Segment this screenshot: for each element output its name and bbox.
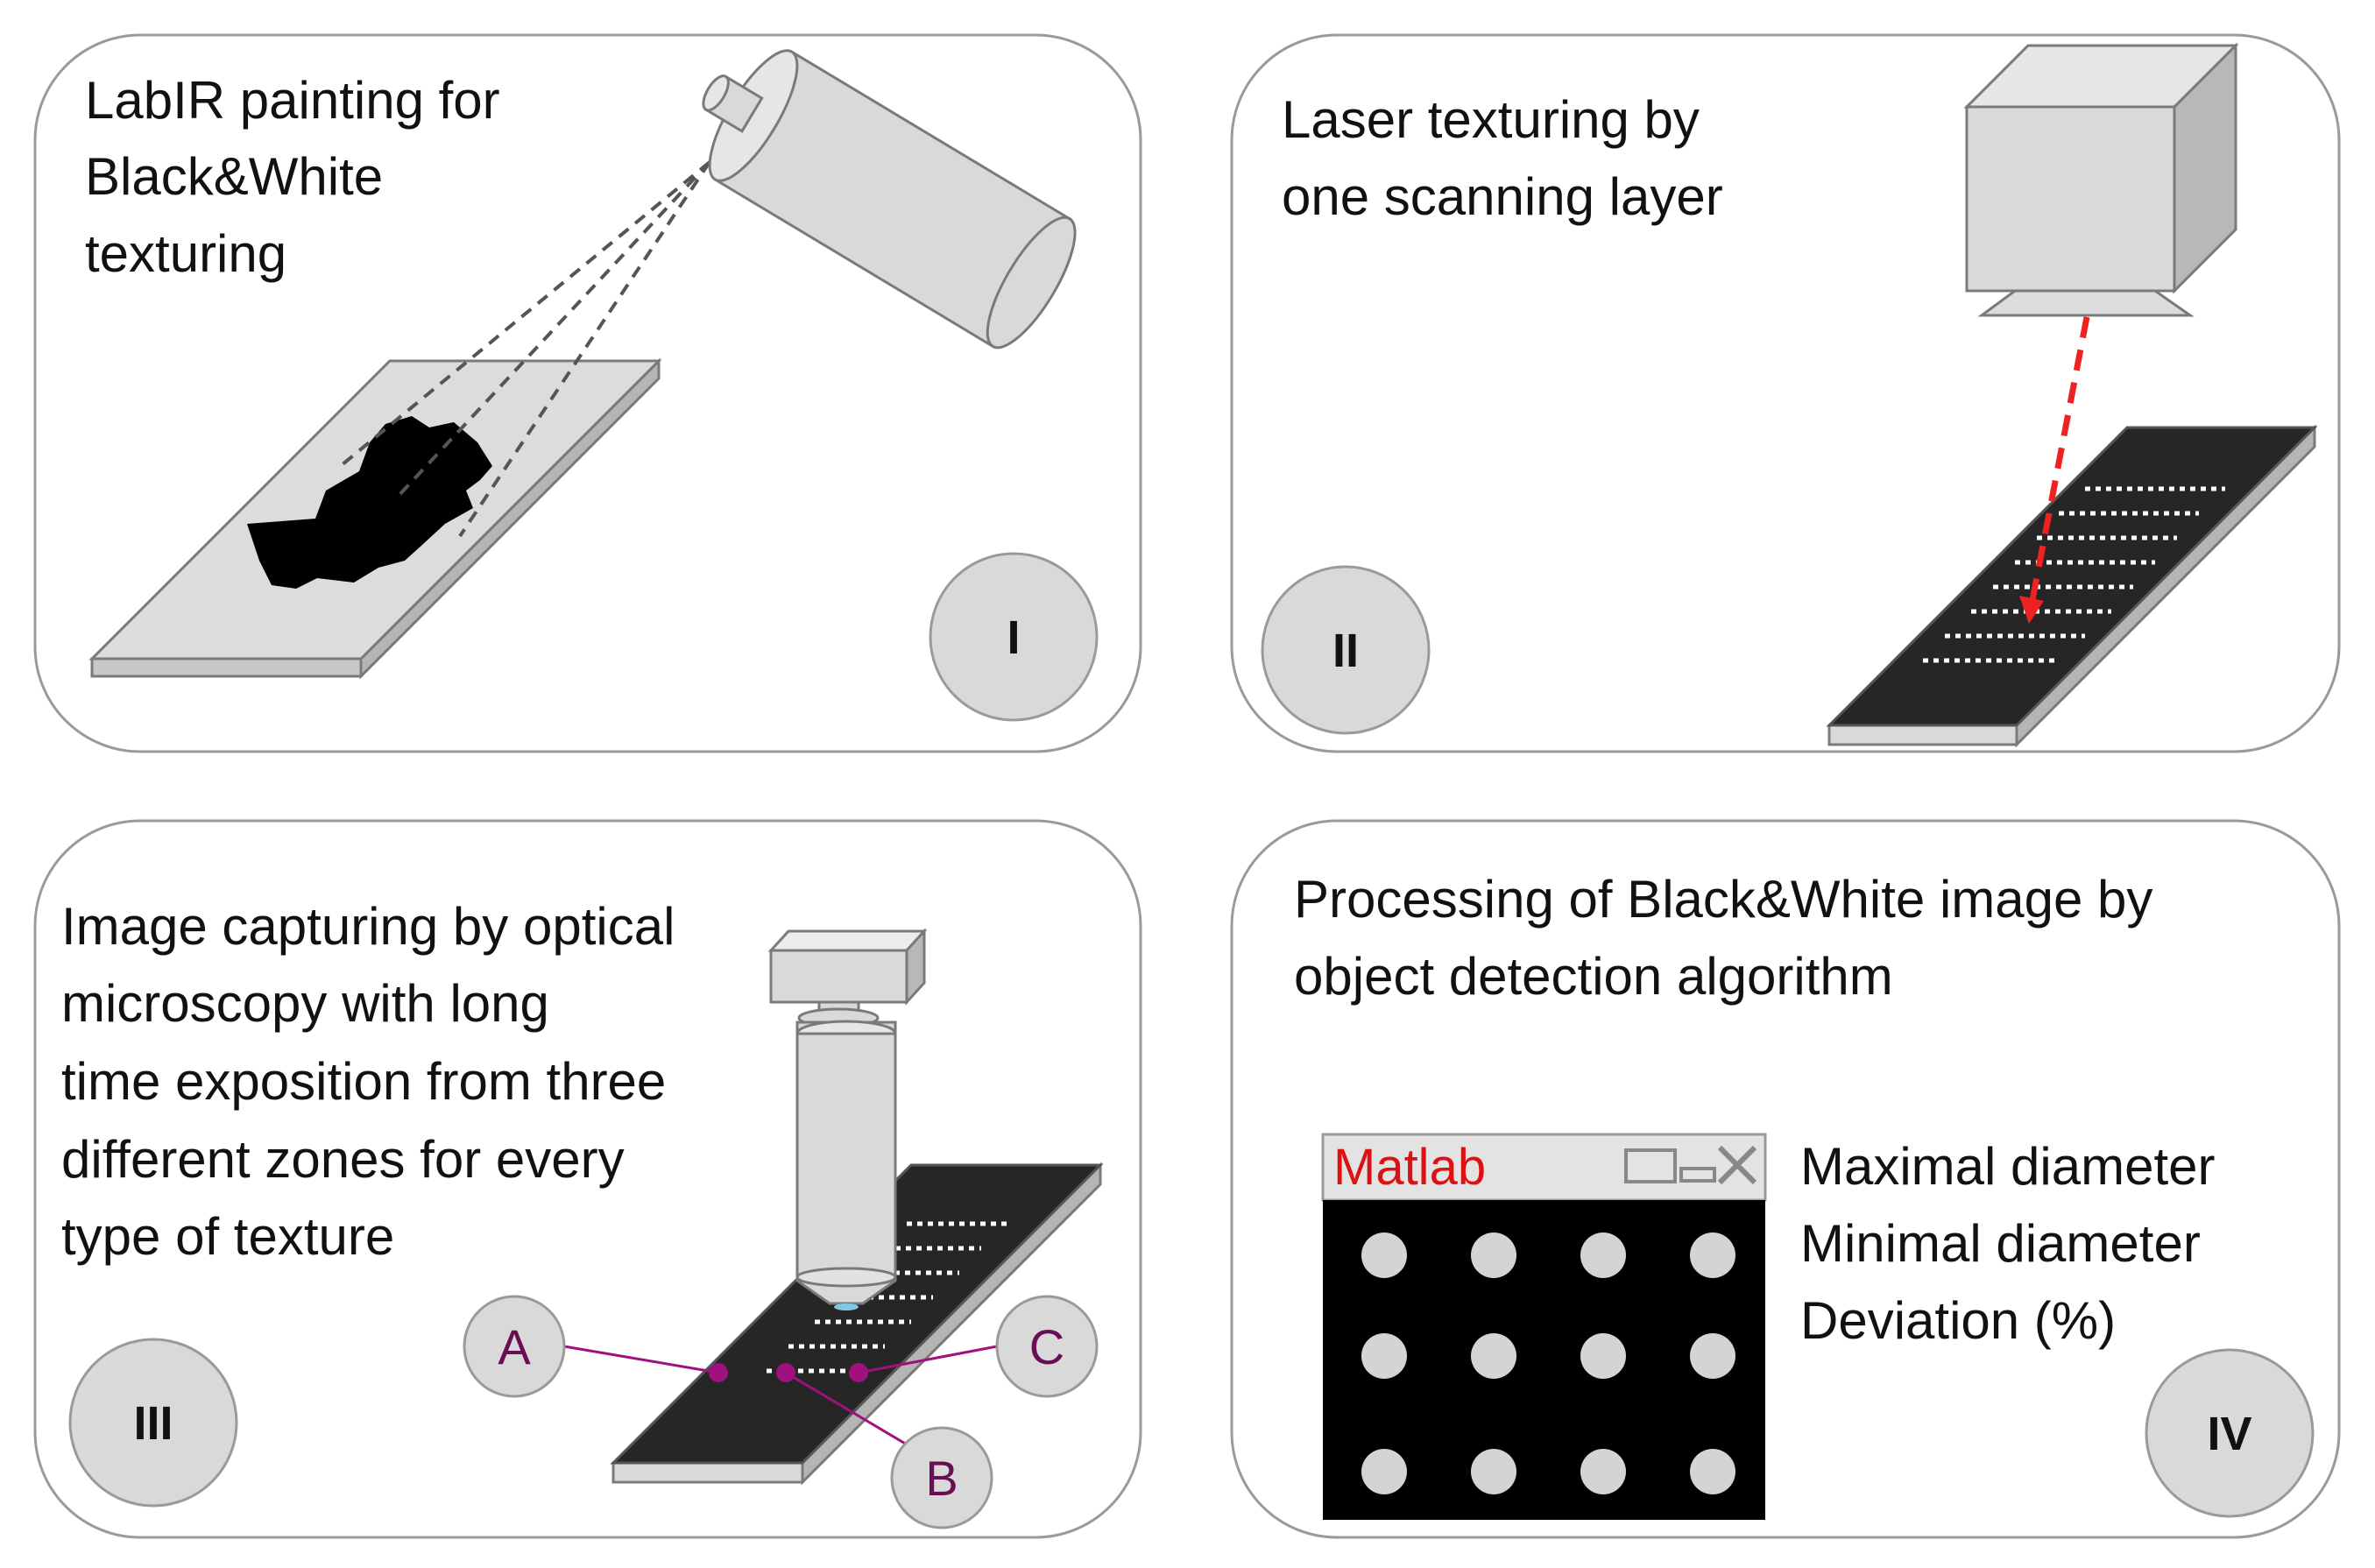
step-badge bbox=[929, 552, 1099, 722]
panel-title-line: Black&White bbox=[85, 147, 383, 206]
minimize-icon bbox=[1679, 1167, 1716, 1183]
zone-c-label: C bbox=[1029, 1319, 1064, 1374]
spray-cone bbox=[336, 160, 711, 538]
panel-title-line: different zones for every bbox=[61, 1130, 625, 1189]
detected-object bbox=[1690, 1233, 1735, 1278]
panel-title-line: texturing bbox=[85, 224, 286, 283]
panel-title-line: one scanning layer bbox=[1282, 167, 1723, 226]
detected-object bbox=[1580, 1449, 1626, 1494]
detected-object bbox=[1580, 1233, 1626, 1278]
zone-b-marker bbox=[776, 1363, 795, 1382]
svg-text:Laser texturing by one s: Laser texturing by one scanning layer bbox=[1282, 90, 1723, 226]
svg-text:Maximal diameter Minimal: Maximal diameter Minimal diameter Deviat… bbox=[1800, 1137, 2230, 1350]
panel-processing: Processing of Black&White image by objec… bbox=[1230, 819, 2341, 1539]
detected-object bbox=[1361, 1333, 1407, 1379]
zone-a-label: A bbox=[498, 1319, 531, 1374]
microscope-icon bbox=[767, 928, 928, 1310]
textured-plate bbox=[1826, 424, 2318, 748]
laser-beam bbox=[2029, 316, 2090, 601]
step-number: III bbox=[133, 1397, 173, 1450]
panel-title-line: object detection algorithm bbox=[1294, 947, 1893, 1006]
zone-a-badge bbox=[463, 1295, 566, 1398]
panel-title-line: microscopy with long bbox=[61, 974, 549, 1033]
spray-can-icon bbox=[702, 49, 1077, 350]
zone-c-marker bbox=[849, 1363, 868, 1382]
step-number: II bbox=[1332, 625, 1359, 677]
laser-head-icon bbox=[1963, 42, 2239, 317]
zone-connectors bbox=[563, 1345, 998, 1449]
svg-text:LabIR painting for Black: LabIR painting for Black&White texturing bbox=[85, 71, 514, 283]
detected-object bbox=[1361, 1233, 1407, 1278]
detected-object bbox=[1471, 1449, 1516, 1494]
detected-object bbox=[1471, 1233, 1516, 1278]
detected-object bbox=[1580, 1333, 1626, 1379]
step-badge bbox=[1261, 565, 1431, 735]
zone-c-badge bbox=[995, 1295, 1099, 1398]
matlab-title: Matlab bbox=[1333, 1139, 1486, 1196]
panel-title-line: Image capturing by optical bbox=[61, 897, 675, 956]
laser-arrowhead bbox=[2019, 596, 2044, 624]
detected-object bbox=[1690, 1449, 1735, 1494]
panel-painting: LabIR painting for Black&White texturing bbox=[33, 33, 1142, 753]
metric-max-diameter: Maximal diameter bbox=[1800, 1137, 2215, 1196]
metric-deviation: Deviation (%) bbox=[1800, 1291, 2116, 1350]
matlab-window: Matlab bbox=[1321, 1133, 1767, 1520]
panel-microscopy: Image capturing by optical microscopy wi… bbox=[33, 819, 1142, 1539]
panel-laser: Laser texturing by one scanning layer II bbox=[1230, 33, 2341, 753]
textured-plate bbox=[610, 1162, 1104, 1486]
step-number: I bbox=[1007, 611, 1020, 664]
zone-b-badge bbox=[890, 1426, 993, 1529]
detected-object bbox=[1361, 1449, 1407, 1494]
step-badge bbox=[2145, 1348, 2315, 1518]
maximize-icon bbox=[1624, 1148, 1677, 1183]
panel-title-line: Processing of Black&White image by bbox=[1294, 870, 2152, 929]
metric-min-diameter: Minimal diameter bbox=[1800, 1214, 2201, 1273]
svg-text:Image capturing by optical: Image capturing by optical microscopy wi… bbox=[61, 897, 689, 1266]
detected-objects bbox=[1361, 1233, 1735, 1494]
detected-object bbox=[1690, 1333, 1735, 1379]
panel-title-line: Laser texturing by bbox=[1282, 90, 1700, 149]
panel-title-line: type of texture bbox=[61, 1207, 394, 1266]
step-badge bbox=[68, 1338, 238, 1508]
texture-rows bbox=[1923, 486, 2225, 663]
close-icon bbox=[1717, 1145, 1757, 1185]
detected-object bbox=[1471, 1333, 1516, 1379]
zone-a-marker bbox=[709, 1363, 728, 1382]
zone-b-label: B bbox=[925, 1451, 958, 1506]
svg-text:Processing of Black&White ima: Processing of Black&White image by objec… bbox=[1294, 870, 2167, 1006]
panel-title-line: time exposition from three bbox=[61, 1052, 666, 1111]
step-number: IV bbox=[2207, 1408, 2251, 1460]
panel-title-line: LabIR painting for bbox=[85, 71, 500, 130]
